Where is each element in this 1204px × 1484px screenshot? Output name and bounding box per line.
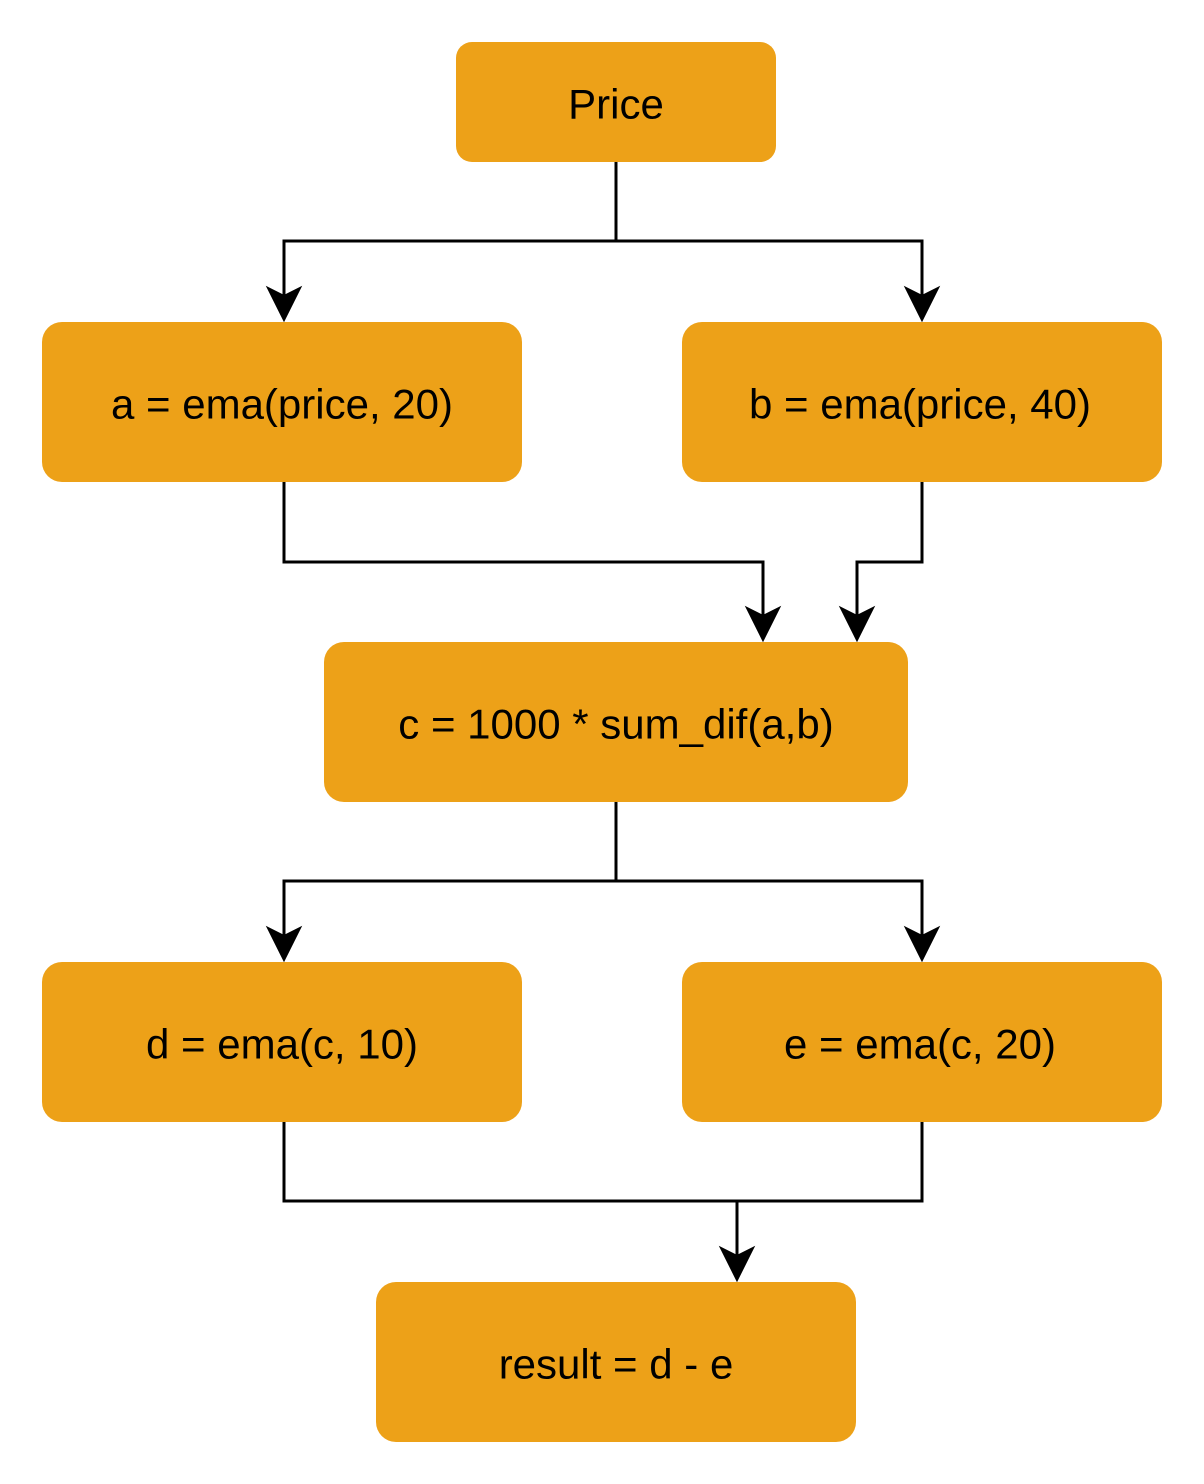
node-price: Price <box>456 42 776 162</box>
node-e-label: e = ema(c, 20) <box>784 1021 1056 1068</box>
edge-c-to-d <box>282 802 618 940</box>
node-e: e = ema(c, 20) <box>682 962 1162 1122</box>
edge-price-to-a <box>282 162 618 300</box>
node-result-label: result = d - e <box>499 1341 734 1388</box>
edge-price-to-b <box>616 239 924 300</box>
node-a-box <box>42 322 522 482</box>
node-a-label: a = ema(price, 20) <box>111 381 453 428</box>
node-price-label: Price <box>568 81 664 128</box>
node-b: b = ema(price, 40) <box>682 322 1162 482</box>
node-result: result = d - e <box>376 1282 856 1442</box>
edge-a-to-c <box>282 482 765 620</box>
arrowhead-e <box>903 925 941 963</box>
node-c-box <box>324 642 908 802</box>
edges <box>282 162 924 1260</box>
arrowhead-a <box>265 285 303 323</box>
arrowhead-c-left <box>744 605 782 643</box>
arrowhead-d <box>265 925 303 963</box>
node-b-box <box>682 322 1162 482</box>
edge-b-to-c <box>855 482 924 620</box>
node-d: d = ema(c, 10) <box>42 962 522 1122</box>
node-price-box <box>456 42 776 162</box>
node-c: c = 1000 * sum_dif(a,b) <box>324 642 908 802</box>
edge-e-to-result <box>737 1122 924 1203</box>
edge-d-to-result <box>282 1122 739 1260</box>
arrowhead-result <box>718 1245 756 1283</box>
node-b-label: b = ema(price, 40) <box>749 381 1091 428</box>
node-a: a = ema(price, 20) <box>42 322 522 482</box>
node-d-label: d = ema(c, 10) <box>146 1021 418 1068</box>
arrowhead-b <box>903 285 941 323</box>
node-c-label: c = 1000 * sum_dif(a,b) <box>398 701 833 748</box>
arrowhead-c-right <box>838 605 876 643</box>
node-d-box <box>42 962 522 1122</box>
node-e-box <box>682 962 1162 1122</box>
arrowheads <box>265 285 941 1283</box>
edge-c-to-e <box>616 879 924 940</box>
node-result-box <box>376 1282 856 1442</box>
